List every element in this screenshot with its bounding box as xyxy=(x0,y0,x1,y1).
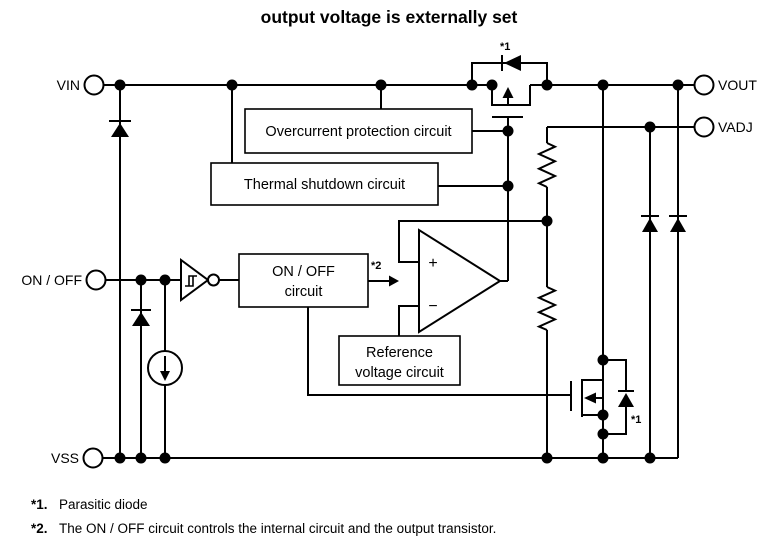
footnote-2-marker: *2. xyxy=(31,521,48,536)
resistor-top-icon xyxy=(536,142,558,188)
onoff-arrow-head-icon xyxy=(389,275,399,287)
schmitt-trigger xyxy=(180,258,220,302)
opamp-triangle-icon xyxy=(418,228,502,334)
thermal-label: Thermal shutdown circuit xyxy=(244,177,405,193)
vss-pin-label: VSS xyxy=(51,450,79,466)
footnote-1-marker: *1. xyxy=(31,497,48,512)
schmitt-triangle-icon xyxy=(180,258,210,302)
vadj-pin-label: VADJ xyxy=(718,119,753,135)
opamp-plus-wire xyxy=(398,220,547,263)
vss-pin-icon xyxy=(82,447,104,469)
onoff-gate-route-wire xyxy=(307,307,571,396)
note-ref-parasitic-bottom: *1 xyxy=(631,414,641,426)
output-transistor: *1 xyxy=(471,41,548,131)
onoff-pin-label: ON / OFF xyxy=(21,272,82,288)
vadj-esd-diode xyxy=(641,215,659,232)
footnotes: *1. Parasitic diode *2. The ON / OFF cir… xyxy=(31,497,496,536)
overcurrent-protection-block: Overcurrent protection circuit xyxy=(244,108,473,154)
onoff-label-line1: ON / OFF xyxy=(272,264,335,280)
output-transistor-arrow xyxy=(502,87,514,98)
opamp-minus-label: − xyxy=(428,298,437,315)
diagram-title: output voltage is externally set xyxy=(261,7,518,27)
note-ref-onoff-output: *2 xyxy=(371,260,381,272)
opamp-plus-label: + xyxy=(428,255,437,272)
vout-esd-diode xyxy=(669,215,687,232)
current-source xyxy=(147,350,183,386)
vout-pin-icon xyxy=(693,74,715,96)
current-source-arrow-head xyxy=(160,371,170,381)
overcurrent-box xyxy=(244,108,473,154)
junction-dots xyxy=(114,79,684,464)
footnote-1-text: Parasitic diode xyxy=(59,497,148,512)
vadj-pin-icon xyxy=(693,116,715,138)
vout-esd-diode-icon xyxy=(670,218,686,232)
reference-label-line1: Reference xyxy=(366,345,433,361)
onoff-pin-icon xyxy=(85,269,107,291)
onoff-label-line2: circuit xyxy=(285,284,323,300)
divider-resistors xyxy=(536,142,558,331)
overcurrent-label: Overcurrent protection circuit xyxy=(265,124,451,140)
inverter-bubble-icon xyxy=(207,273,220,287)
parasitic-diode-top-icon xyxy=(504,55,521,71)
output-transistor-channel xyxy=(491,85,531,106)
reference-label-line2: voltage circuit xyxy=(355,365,444,381)
gate-drive-wire xyxy=(500,131,509,282)
parasitic-diode-loop-top xyxy=(471,62,548,85)
onoff-box xyxy=(238,253,369,308)
vin-esd-diode-icon xyxy=(111,123,129,137)
resistor-bottom-icon xyxy=(536,286,558,331)
footnote-2-text: The ON / OFF circuit controls the intern… xyxy=(59,521,496,536)
onoff-control-arrow: *2 xyxy=(368,260,399,287)
vout-pin-label: VOUT xyxy=(718,77,757,93)
onoff-esd-diode xyxy=(131,309,151,326)
reference-voltage-block: Reference voltage circuit xyxy=(338,335,461,386)
lower-transistor: *1 xyxy=(570,359,641,435)
onoff-circuit-block: ON / OFF circuit xyxy=(238,253,369,308)
pins: VIN ON / OFF VSS VOUT VADJ xyxy=(21,74,757,469)
vin-esd-diode xyxy=(109,120,131,137)
error-amplifier: + − xyxy=(418,228,502,334)
parasitic-diode-loop-bottom xyxy=(603,359,627,435)
thermal-shutdown-block: Thermal shutdown circuit xyxy=(210,162,439,206)
lower-transistor-arrow xyxy=(584,392,596,404)
parasitic-diode-bottom-icon xyxy=(618,393,634,407)
onoff-esd-diode-icon xyxy=(132,312,150,326)
vin-pin-icon xyxy=(83,74,105,96)
hysteresis-icon xyxy=(185,275,197,287)
reference-box xyxy=(338,335,461,386)
vadj-esd-diode-icon xyxy=(642,218,658,232)
note-ref-parasitic-top: *1 xyxy=(500,41,510,53)
vin-pin-label: VIN xyxy=(57,77,80,93)
opamp-minus-wire xyxy=(398,305,419,336)
thermal-box xyxy=(210,162,439,206)
